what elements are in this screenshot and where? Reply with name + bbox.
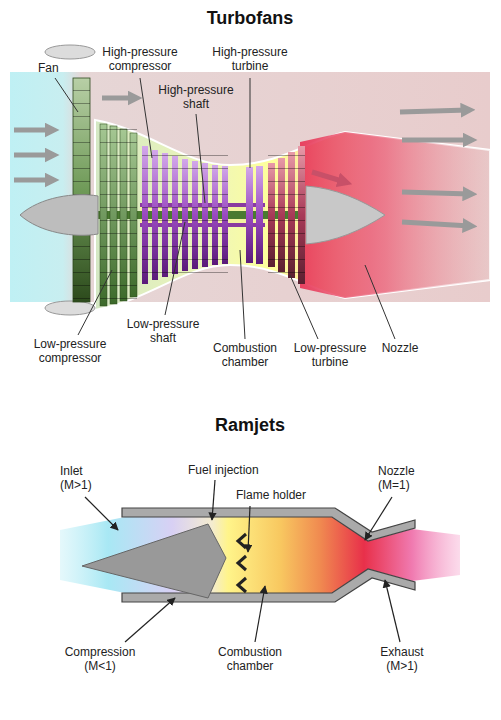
part-label: Nozzle (M=1) bbox=[378, 465, 426, 493]
part-label: Combustion chamber bbox=[210, 646, 290, 674]
part-label: High-pressure compressor bbox=[95, 46, 185, 74]
part-label: Fan bbox=[38, 62, 70, 76]
diagram-heading: Ramjets bbox=[150, 415, 350, 436]
part-label: Fuel injection bbox=[188, 464, 288, 478]
part-label: High-pressure shaft bbox=[154, 84, 238, 112]
part-label: Low-pressure compressor bbox=[25, 338, 115, 366]
part-label: Compression (M<1) bbox=[55, 646, 145, 674]
part-label: Flame holder bbox=[236, 489, 336, 503]
part-label: Exhaust (M>1) bbox=[372, 646, 432, 674]
part-label: High-pressure turbine bbox=[208, 46, 292, 74]
part-label: Inlet (M>1) bbox=[60, 465, 105, 493]
diagram-heading: Turbofans bbox=[150, 8, 350, 29]
part-label: Combustion chamber bbox=[209, 342, 281, 370]
part-label: Low-pressure shaft bbox=[123, 318, 203, 346]
part-label: Nozzle bbox=[370, 342, 430, 356]
part-label: Low-pressure turbine bbox=[289, 342, 371, 370]
